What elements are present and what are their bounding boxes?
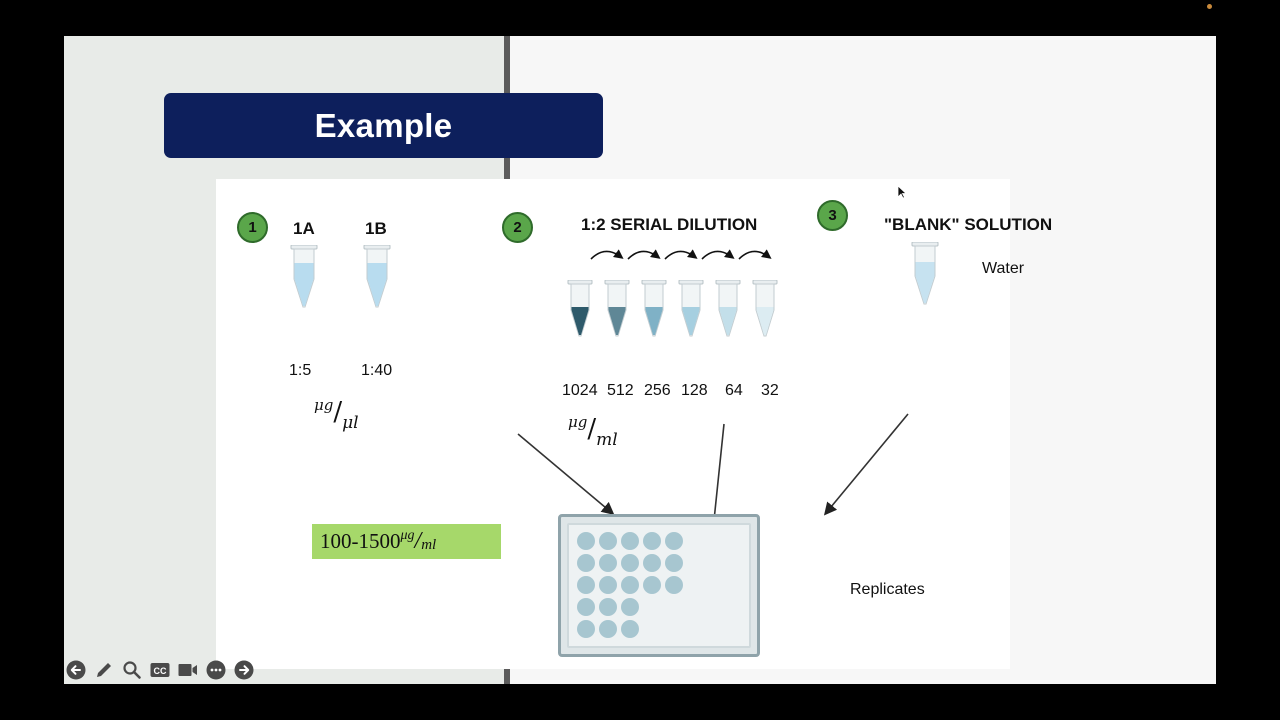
dilution-value-64: 64 bbox=[725, 382, 743, 399]
well bbox=[665, 532, 683, 550]
step-1-unit: μg/μl bbox=[314, 395, 359, 434]
mouse-cursor-icon bbox=[897, 185, 907, 199]
unit-numerator: μg bbox=[568, 412, 588, 431]
step-1-badge: 1 bbox=[237, 212, 268, 243]
slide-title-bar: Example bbox=[164, 93, 603, 158]
tube-1a-icon bbox=[290, 245, 318, 308]
flow-arrows bbox=[517, 413, 909, 534]
previous-slide-button[interactable] bbox=[66, 660, 86, 680]
tube-1a-ratio: 1:5 bbox=[289, 362, 312, 379]
step-number: 2 bbox=[513, 219, 522, 236]
well bbox=[599, 576, 617, 594]
tube-1b-icon bbox=[363, 245, 391, 308]
well bbox=[577, 532, 595, 550]
well bbox=[665, 576, 683, 594]
well bbox=[643, 576, 661, 594]
dilution-tube-512-icon bbox=[604, 280, 630, 337]
arrow-left-circle-icon bbox=[66, 660, 86, 680]
dilution-tube-256-icon bbox=[641, 280, 667, 337]
range-unit-denominator: ml bbox=[421, 537, 437, 553]
step-2-unit: μg/ml bbox=[568, 412, 618, 451]
well bbox=[599, 620, 617, 638]
tube-1b-ratio: 1:40 bbox=[361, 362, 393, 379]
magnifier-icon bbox=[123, 661, 141, 679]
video-camera-icon bbox=[178, 664, 197, 676]
tube-1b-label: 1B bbox=[365, 219, 387, 238]
next-slide-button[interactable] bbox=[234, 660, 254, 680]
well bbox=[621, 576, 639, 594]
blank-tube-icon bbox=[911, 242, 939, 305]
more-options-button[interactable] bbox=[206, 660, 226, 680]
range-value: 100-1500 bbox=[320, 529, 401, 553]
dilution-tube-64-icon bbox=[715, 280, 741, 337]
diagram-card: 1 1A 1B 1:5 1:40 μg/μl 2 1:2 SERIAL DILU… bbox=[216, 179, 1052, 669]
dilution-value-1024: 1024 bbox=[562, 382, 598, 399]
serial-dilution-heading: 1:2 SERIAL DILUTION bbox=[581, 215, 758, 234]
well bbox=[621, 554, 639, 572]
slide-title: Example bbox=[314, 106, 453, 144]
well bbox=[599, 598, 617, 616]
dilution-tube-1024-icon bbox=[567, 280, 593, 337]
well bbox=[643, 532, 661, 550]
well bbox=[599, 532, 617, 550]
well bbox=[621, 532, 639, 550]
well-plate bbox=[558, 514, 760, 657]
unit-denominator: μl bbox=[342, 413, 359, 434]
serial-transfer-arrows bbox=[590, 249, 772, 260]
camera-button[interactable] bbox=[178, 660, 198, 680]
zoom-button[interactable] bbox=[122, 660, 142, 680]
well bbox=[621, 620, 639, 638]
well bbox=[577, 598, 595, 616]
replicates-label: Replicates bbox=[850, 581, 925, 598]
slide-divider-line-bottom bbox=[504, 666, 510, 684]
presentation-toolbar: CC bbox=[66, 660, 254, 680]
blank-solution-heading: "BLANK" SOLUTION bbox=[884, 215, 1053, 234]
dilution-tube-32-icon bbox=[752, 280, 778, 337]
step-number: 1 bbox=[248, 219, 257, 236]
step-2-badge: 2 bbox=[502, 212, 533, 243]
unit-denominator: ml bbox=[596, 430, 618, 451]
tube-1a-label: 1A bbox=[293, 219, 315, 238]
range-unit-numerator: μg bbox=[400, 527, 415, 543]
ellipsis-circle-icon bbox=[206, 660, 226, 680]
dilution-value-128: 128 bbox=[681, 382, 708, 399]
step-3-badge: 3 bbox=[817, 200, 848, 231]
well bbox=[577, 576, 595, 594]
pen-button[interactable] bbox=[94, 660, 114, 680]
recording-indicator bbox=[1207, 4, 1212, 9]
well bbox=[621, 598, 639, 616]
dilution-value-512: 512 bbox=[607, 382, 634, 399]
dilution-tube-128-icon bbox=[678, 280, 704, 337]
captions-button[interactable]: CC bbox=[150, 660, 170, 680]
dilution-value-256: 256 bbox=[644, 382, 671, 399]
well bbox=[577, 554, 595, 572]
well-grid bbox=[577, 532, 683, 638]
unit-numerator: μg bbox=[314, 395, 334, 414]
step-number: 3 bbox=[828, 207, 837, 224]
arrow-right-circle-icon bbox=[234, 660, 254, 680]
well bbox=[599, 554, 617, 572]
dilution-value-32: 32 bbox=[761, 382, 779, 399]
presentation-slide: Example 1 1A 1B 1:5 1:40 μg/μl bbox=[64, 36, 1216, 684]
well bbox=[577, 620, 595, 638]
water-label: Water bbox=[982, 260, 1025, 277]
well bbox=[665, 554, 683, 572]
well bbox=[643, 554, 661, 572]
cc-icon: CC bbox=[150, 663, 170, 677]
pencil-icon bbox=[97, 663, 111, 677]
svg-text:CC: CC bbox=[154, 666, 167, 676]
